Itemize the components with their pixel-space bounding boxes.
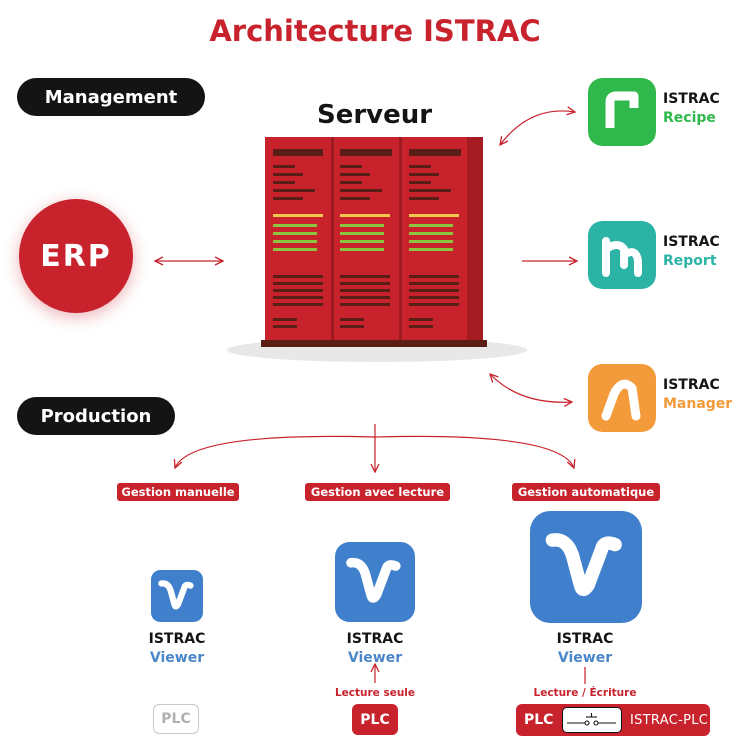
viewer-sub: Viewer: [347, 650, 403, 666]
istrac-plc-box: PLC ISTRAC-PLC: [516, 704, 710, 736]
istrac-manager-icon: [588, 364, 656, 432]
plc-label: PLC: [524, 712, 554, 728]
contact-icon: [567, 713, 616, 726]
viewer-name: ISTRAC: [556, 631, 614, 647]
app-sub: Report: [663, 253, 717, 269]
app-report-label: ISTRAC Report: [663, 233, 720, 271]
app-sub: Manager: [663, 396, 733, 412]
plc-box-read: PLC: [352, 704, 398, 735]
istrac-report-icon: [588, 221, 656, 289]
viewer-label: ISTRAC Viewer: [325, 630, 425, 668]
app-name: ISTRAC: [663, 234, 720, 250]
page-title: Architecture ISTRAC: [209, 14, 541, 48]
tag-manual: Gestion manuelle: [117, 483, 239, 501]
app-manager: [588, 364, 656, 436]
recipe-arrow: [500, 111, 575, 145]
viewer-name: ISTRAC: [148, 631, 206, 647]
istrac-plc-label: ISTRAC-PLC: [630, 712, 709, 728]
viewer-name: ISTRAC: [346, 631, 404, 647]
production-pill: Production: [17, 397, 175, 435]
istrac-viewer-icon: [151, 570, 203, 622]
server-rack-icon: [227, 137, 527, 362]
read-write-label: Lecture / Écriture: [533, 687, 637, 699]
istrac-recipe-icon: [588, 78, 656, 146]
tag-read: Gestion avec lecture: [305, 483, 450, 501]
app-name: ISTRAC: [663, 91, 720, 107]
server-title: Serveur: [317, 100, 433, 130]
production-branch-arrow: [175, 435, 574, 468]
app-report: [588, 221, 656, 293]
management-pill: Management: [17, 78, 205, 116]
istrac-viewer-icon: [335, 542, 415, 622]
manager-arrow: [490, 374, 572, 402]
viewer-sub: Viewer: [149, 650, 205, 666]
read-only-label: Lecture seule: [334, 687, 416, 699]
istrac-viewer-icon: [530, 511, 642, 623]
app-sub: Recipe: [663, 110, 716, 126]
app-recipe: [588, 78, 656, 150]
app-recipe-label: ISTRAC Recipe: [663, 90, 720, 128]
app-name: ISTRAC: [663, 377, 720, 393]
contact-symbol-icon: [562, 707, 622, 733]
tag-auto: Gestion automatique: [512, 483, 660, 501]
erp-circle: ERP: [19, 199, 133, 313]
app-manager-label: ISTRAC Manager: [663, 376, 732, 414]
viewer-label: ISTRAC Viewer: [127, 630, 227, 668]
plc-box-manual: PLC: [153, 704, 199, 734]
viewer-sub: Viewer: [557, 650, 613, 666]
viewer-label: ISTRAC Viewer: [535, 630, 635, 668]
